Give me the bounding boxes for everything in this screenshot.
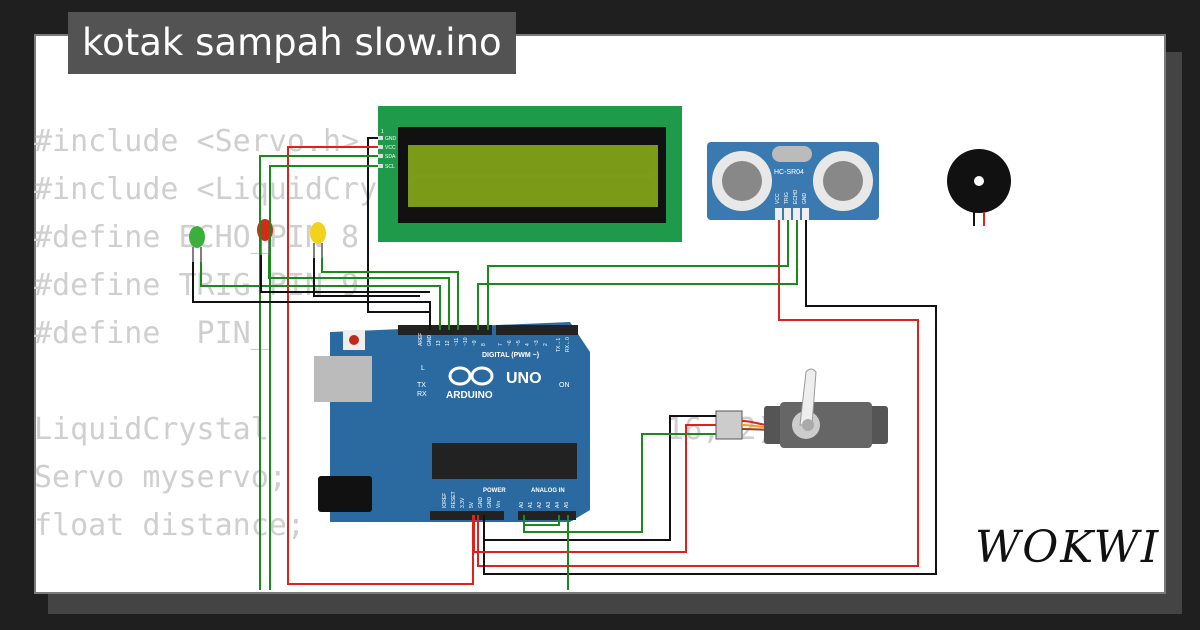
uno-logo: UNO xyxy=(506,370,542,387)
servo-motor[interactable] xyxy=(715,368,888,448)
wire xyxy=(523,433,716,533)
wire xyxy=(287,146,474,585)
lcd-pin-label: GND xyxy=(385,136,397,142)
wire xyxy=(477,220,919,567)
l-led-label: L xyxy=(421,365,425,372)
pin-label: ~11 xyxy=(454,338,460,346)
wokwi-logo: WOKWI xyxy=(975,522,1161,573)
pin-label: ~6 xyxy=(507,340,513,346)
pin-label: 8 xyxy=(481,343,487,346)
code-line: Servo myservo; xyxy=(34,460,287,495)
pin-label: A2 xyxy=(537,502,543,508)
pin-label: A3 xyxy=(546,502,552,508)
digital-pins-label: DIGITAL (PWM ~) xyxy=(482,352,539,359)
wire xyxy=(259,155,378,590)
lcd-pin-label: SDA xyxy=(385,154,396,160)
sensor-pin-label: GND xyxy=(802,193,808,205)
wire xyxy=(477,220,798,330)
code-line: #define PIN_ xyxy=(34,316,269,351)
wire xyxy=(321,258,459,330)
pin-label: ~3 xyxy=(534,340,540,346)
sensor-model-label: HC-SR04 xyxy=(774,169,804,176)
pin-label: 3.3V xyxy=(460,497,466,508)
pin-label: GND xyxy=(427,335,433,347)
pin-label: GND xyxy=(478,497,484,509)
pin-label: AREF xyxy=(418,333,424,346)
wire xyxy=(483,415,716,541)
sensor-pin-label: VCC xyxy=(775,193,781,204)
wire xyxy=(269,165,378,590)
power-label: POWER xyxy=(483,488,506,494)
ultrasonic-sensor[interactable]: HC-SR04 VCC TRIG ECHO GND xyxy=(707,142,879,220)
pin-label: Vin xyxy=(496,501,502,508)
lcd-pin-label: VCC xyxy=(385,145,396,151)
code-line: float distance; xyxy=(34,508,305,543)
pin-label: A4 xyxy=(555,502,561,508)
buzzer[interactable] xyxy=(947,149,1011,226)
sensor-pin-label: TRIG xyxy=(784,192,790,204)
pin-label: 12 xyxy=(445,340,451,346)
rx-led-label: RX xyxy=(417,391,427,398)
led-yellow[interactable] xyxy=(310,222,326,258)
project-title[interactable]: kotak sampah slow.ino xyxy=(68,12,516,74)
wires xyxy=(192,137,937,590)
pin-label: A0 xyxy=(519,502,525,508)
tx-led-label: TX xyxy=(417,382,426,389)
pin-label: TX→1 xyxy=(556,338,562,352)
on-led-label: ON xyxy=(559,382,570,389)
pin-label: 5V xyxy=(469,501,475,508)
wire xyxy=(268,255,450,330)
pin-label: ~10 xyxy=(463,337,469,346)
analog-in-label: ANALOG IN xyxy=(531,488,565,494)
pin-label: A1 xyxy=(528,502,534,508)
pin-label: RESET xyxy=(451,491,457,508)
arduino-uno-board[interactable]: DIGITAL (PWM ~) UNO ARDUINO ON L TX RX P… xyxy=(314,322,590,522)
wire xyxy=(524,515,560,526)
pin-label: 13 xyxy=(436,340,442,346)
pin-label: A5 xyxy=(564,502,570,508)
wire xyxy=(200,262,441,330)
pin-label: GND xyxy=(487,497,493,509)
wire xyxy=(473,424,716,553)
pin-label: ~9 xyxy=(472,340,478,346)
wire xyxy=(487,220,789,330)
pin-label: 2 xyxy=(543,343,549,346)
lcd-pin-header-label: 1 xyxy=(381,129,384,135)
pin-label: ~5 xyxy=(516,340,522,346)
arduino-brand: ARDUINO xyxy=(446,390,493,401)
led-green[interactable] xyxy=(189,226,205,262)
pin-label: IOREF xyxy=(442,493,448,508)
wire xyxy=(260,255,430,293)
wire xyxy=(483,220,937,575)
sensor-pin-label: ECHO xyxy=(793,189,799,204)
pin-label: RX←0 xyxy=(565,337,571,352)
code-line: #include <Servo.h> xyxy=(34,124,360,159)
pin-label: 4 xyxy=(525,343,531,346)
wire xyxy=(313,258,420,297)
pin-label: 7 xyxy=(498,343,504,346)
arduino-infinity-icon xyxy=(448,366,494,386)
wire xyxy=(192,262,431,330)
lcd-pin-label: SCL xyxy=(385,164,395,170)
lcd-display[interactable]: 1 GND VCC SDA SCL xyxy=(378,106,682,242)
